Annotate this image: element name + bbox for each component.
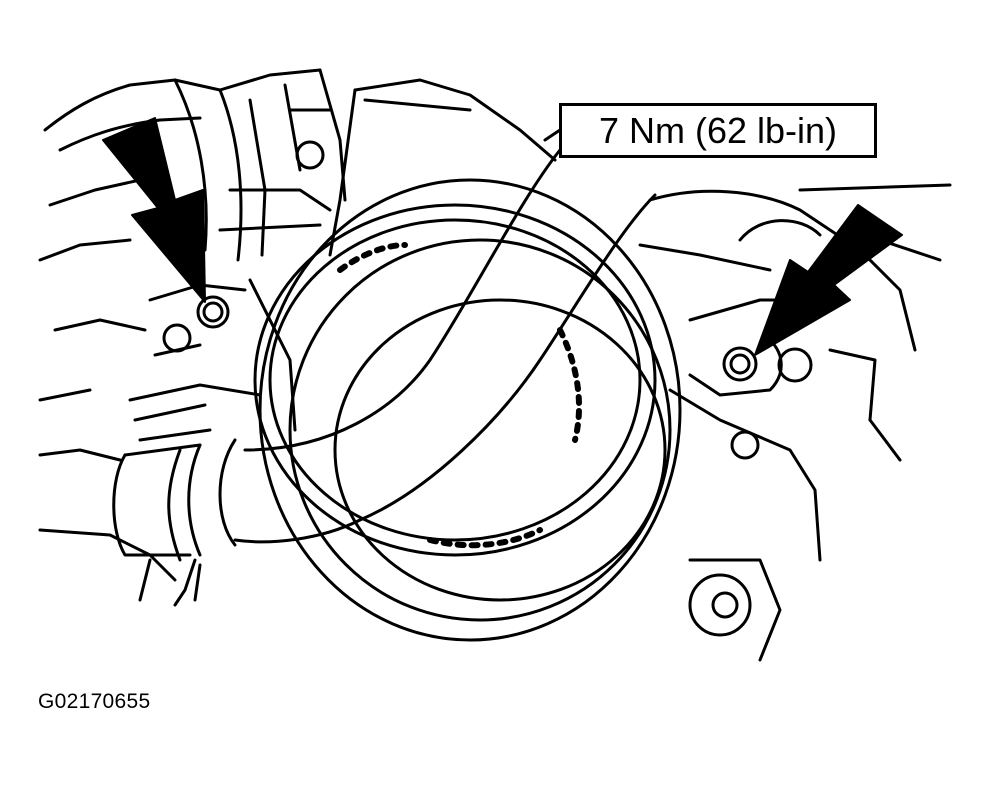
right-bolt xyxy=(722,346,758,382)
bolts xyxy=(162,140,813,460)
bolt xyxy=(295,140,325,170)
bolt xyxy=(777,347,813,383)
callout-leader-line xyxy=(543,128,562,142)
bolt xyxy=(162,323,192,353)
figure-id-label: G02170655 xyxy=(38,690,151,713)
main-hose xyxy=(112,148,657,607)
left-bolt xyxy=(196,295,230,329)
timing-pulley xyxy=(253,178,682,642)
torque-callout: 7 Nm (62 lb-in) xyxy=(559,103,877,158)
bolt xyxy=(730,430,760,460)
torque-spec-label: 7 Nm (62 lb-in) xyxy=(598,109,838,151)
